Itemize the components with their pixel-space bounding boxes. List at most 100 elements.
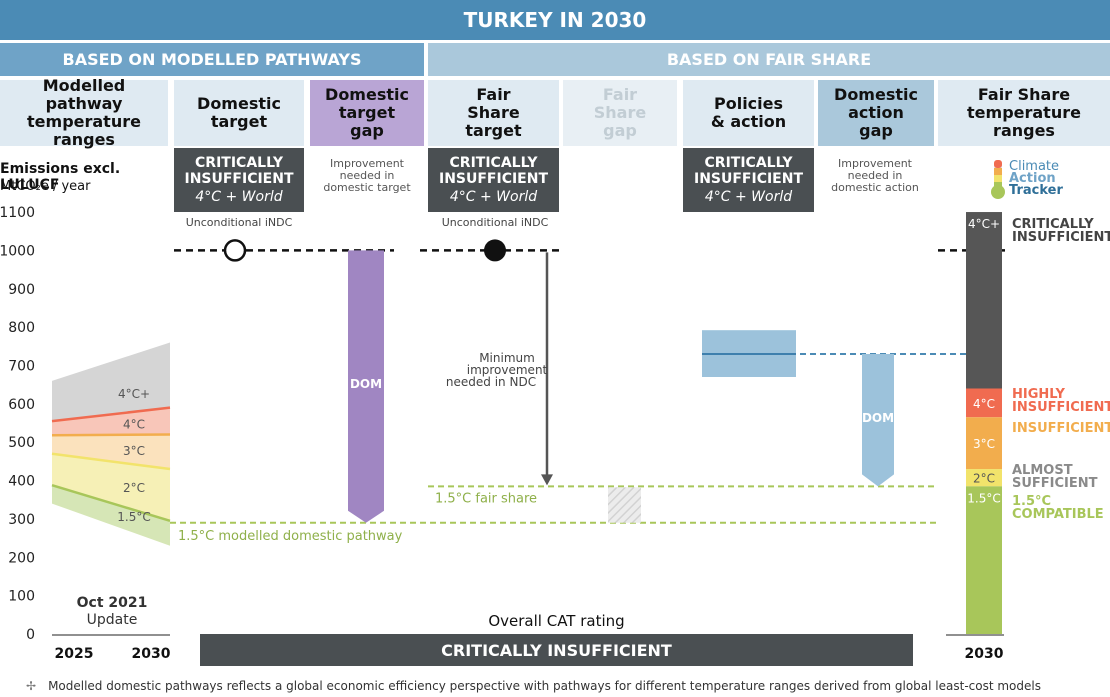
overall-rating-bar: CRITICALLY INSUFFICIENT <box>200 634 913 666</box>
pathway-band <box>52 342 170 422</box>
rating-fair-share-target: CRITICALLY INSUFFICIENT 4°C + World <box>428 148 559 212</box>
unconditional-label: Unconditional iNDC <box>186 216 293 229</box>
pathway-band-edge <box>51 483 171 523</box>
col-policies-action-label: Policies & action <box>710 94 787 131</box>
pathway-band-edge <box>51 433 171 437</box>
x-tick-label: 2030 <box>132 646 171 662</box>
pathway-band <box>52 485 170 546</box>
rating-fair-share-target-label: CRITICALLY INSUFFICIENT <box>438 155 549 187</box>
pathway-band-label: 3°C <box>123 444 145 458</box>
col-domestic-action-gap-label: Domestic action gap <box>834 85 918 140</box>
axis-title: Emissions excl. LULUCF <box>0 161 121 193</box>
rating-policies-action: CRITICALLY INSUFFICIENT 4°C + World <box>683 148 814 212</box>
col-domestic-target-gap: Domestic target gap <box>310 80 424 146</box>
pathway-band-label: 2°C <box>123 481 145 495</box>
y-tick-label: 700 <box>8 358 35 374</box>
y-tick-label: 400 <box>8 474 35 490</box>
col-fair-share-gap: Fair Share gap <box>563 80 677 146</box>
col-domestic-action-gap: Domestic action gap <box>818 80 934 146</box>
rating-domestic-target-label: CRITICALLY INSUFFICIENT <box>184 155 294 187</box>
note-domestic-target-gap: Improvement needed in domestic target <box>323 157 411 194</box>
domestic-target-marker <box>223 239 247 262</box>
fair-share-range-label: 2°C <box>973 472 995 486</box>
fair-share-rating-label: INSUFFICIENT <box>1012 230 1110 245</box>
fair-share-range-segment <box>966 417 1002 470</box>
min-improvement-label: needed in NDC <box>446 375 536 389</box>
fair-share-label: 1.5°C fair share <box>435 491 537 506</box>
col-domestic-target: Domestic target <box>174 80 304 146</box>
fair-share-rating-label: INSUFFICIENT <box>1012 421 1110 436</box>
y-tick-label: 500 <box>8 435 35 451</box>
fair-share-range-label: 1.5°C <box>967 491 1000 505</box>
footnote-text: Modelled domestic pathways reflects a gl… <box>48 679 1041 693</box>
update-label: Oct 2021 Update <box>52 595 172 629</box>
pathway-band-label: 4°C+ <box>118 387 150 401</box>
update-line1: Oct 2021 <box>76 595 148 611</box>
fair-share-range-label: 4°C <box>973 397 995 411</box>
col-domestic-target-gap-label: Domestic target gap <box>325 85 409 140</box>
pathway-band-label: 1.5°C <box>117 510 150 524</box>
y-tick-label: 100 <box>8 589 35 605</box>
y-tick-label: 0 <box>26 627 35 643</box>
footnote-symbol: ✢ <box>26 679 37 693</box>
pathway-band-label: 4°C <box>123 418 145 432</box>
min-improvement-label: Minimum <box>479 351 535 365</box>
fair-share-target-marker <box>484 239 506 262</box>
section-modelled: BASED ON MODELLED PATHWAYS <box>0 43 424 76</box>
page-title: TURKEY IN 2030 <box>463 8 647 32</box>
min-improvement-arrowhead <box>541 474 553 486</box>
unconditional-label: Unconditional iNDC <box>442 216 549 229</box>
pathway-band-edge <box>51 452 171 471</box>
col-fair-share-gap-label: Fair Share gap <box>593 85 647 140</box>
rating-domestic-target: CRITICALLY INSUFFICIENT 4°C + World <box>174 148 304 212</box>
thermometer-icon <box>991 160 1005 199</box>
pathway-band <box>52 407 170 436</box>
y-tick-label: 600 <box>8 397 35 413</box>
title-banner: TURKEY IN 2030 <box>0 0 1110 40</box>
fair-share-range-segment <box>966 388 1002 418</box>
min-improvement-label: improvement <box>467 363 548 377</box>
fair-share-range-segment <box>966 212 1002 389</box>
fair-share-gap-box <box>608 487 641 523</box>
dom-label: DOM <box>350 377 382 391</box>
col-fair-share-ranges-label: Fair Share temperature ranges <box>967 85 1081 140</box>
overall-rating-value: CRITICALLY INSUFFICIENT <box>441 640 672 660</box>
rating-policies-action-label: CRITICALLY INSUFFICIENT <box>693 155 804 187</box>
logo-line2: Action <box>1009 171 1056 186</box>
cat-logo: Climate Action Tracker <box>986 158 1086 200</box>
y-tick-label: 800 <box>8 320 35 336</box>
col-fair-share-target-label: Fair Share target <box>465 85 522 140</box>
col-domestic-target-label: Domestic target <box>197 94 281 131</box>
domestic-action-gap-arrow <box>862 353 894 487</box>
pathway-band <box>52 434 170 470</box>
overall-caption: Overall CAT rating <box>488 612 625 630</box>
pathway-band <box>52 453 170 521</box>
rating-fair-share-target-sub: 4°C + World <box>449 189 538 205</box>
modelled-pathway-label: 1.5°C modelled domestic pathway <box>178 529 403 544</box>
update-line2: Update <box>86 612 138 628</box>
dom-label: DOM <box>862 411 894 425</box>
fair-share-rating-label: COMPATIBLE <box>1012 507 1104 522</box>
logo-line3: Tracker <box>1009 183 1063 198</box>
fair-share-rating-label: 1.5°C <box>1012 494 1051 509</box>
col-modelled-ranges: Modelled pathway temperature ranges <box>0 77 168 149</box>
section-fairshare-label: BASED ON FAIR SHARE <box>666 50 872 69</box>
y-tick-label: 200 <box>8 550 35 566</box>
col-fair-share-ranges: Fair Share temperature ranges <box>938 80 1110 146</box>
y-tick-label: 1100 <box>0 205 35 221</box>
fair-share-rating-label: HIGHLY <box>1012 387 1066 402</box>
x-tick-label: 2030 <box>965 646 1004 662</box>
fair-share-rating-label: ALMOST <box>1012 463 1073 478</box>
y-tick-label: 900 <box>8 282 35 298</box>
axis-unit: MtCO₂e / year <box>0 179 91 194</box>
footnote: ✢ Modelled domestic pathways reflects a g… <box>26 679 1110 693</box>
fair-share-rating-label: INSUFFICIENT <box>1012 400 1110 415</box>
rating-domestic-target-sub: 4°C + World <box>195 189 283 205</box>
col-policies-action: Policies & action <box>683 80 814 146</box>
x-tick-label: 2025 <box>55 646 94 662</box>
col-fair-share-target: Fair Share target <box>428 80 559 146</box>
fair-share-range-label: 4°C+ <box>968 217 1000 231</box>
domestic-target-gap-arrow <box>348 250 384 523</box>
rating-policies-action-sub: 4°C + World <box>704 189 793 205</box>
